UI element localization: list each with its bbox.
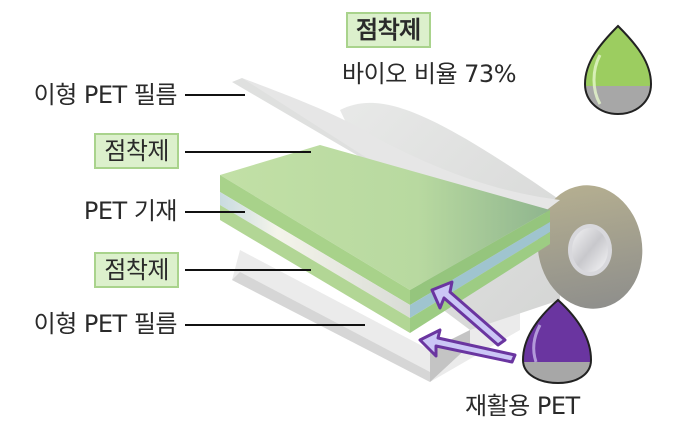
bio-adhesive-drop-icon xyxy=(583,24,653,116)
leader-line-release-film-top xyxy=(185,94,245,96)
recycled-pet-label: 재활용 PET xyxy=(465,392,580,420)
label-adhesive-bottom: 점착제 xyxy=(94,252,179,288)
adhesive-callout-title: 점착제 xyxy=(346,12,431,48)
label-release-film-bottom: 이형 PET 필름 xyxy=(33,310,178,338)
label-release-film-top: 이형 PET 필름 xyxy=(33,81,178,109)
bio-ratio-text: 바이오 비율 73% xyxy=(342,60,517,88)
arrow-upper xyxy=(430,280,507,347)
recycled-arrows xyxy=(418,280,517,364)
leader-line-pet-base xyxy=(185,211,245,213)
label-adhesive-top: 점착제 xyxy=(94,133,179,169)
leader-line-adhesive-top xyxy=(185,151,311,153)
leader-line-release-film-bottom xyxy=(185,324,365,326)
leader-line-adhesive-bottom xyxy=(185,269,311,271)
recycled-pet-drop-icon xyxy=(521,298,593,385)
layer-stack xyxy=(220,145,550,333)
label-pet-base: PET 기재 xyxy=(83,197,178,225)
arrow-lower xyxy=(418,328,517,364)
